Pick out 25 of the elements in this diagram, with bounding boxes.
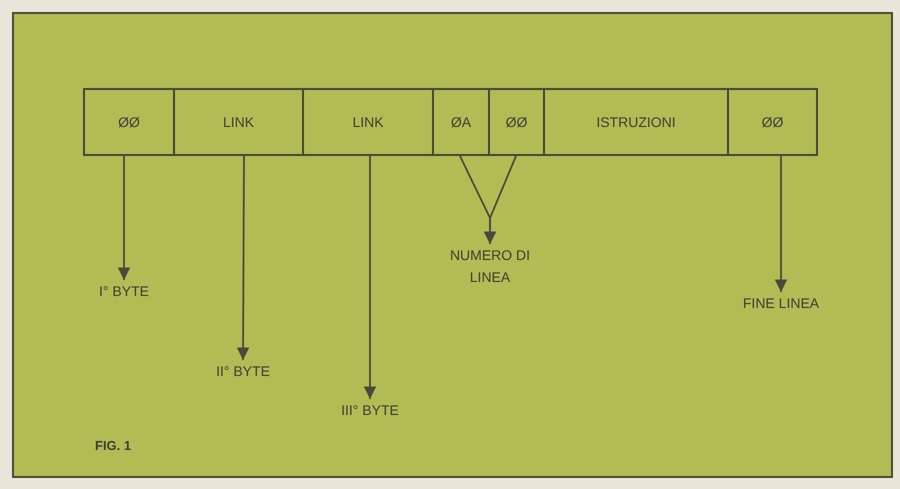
arrow-label: FINE LINEA	[741, 292, 821, 314]
arrow-label: II° BYTE	[198, 360, 288, 382]
byte-cell	[173, 88, 304, 156]
cell-text: ØØ	[118, 114, 140, 130]
arrow-label: NUMERO DI LINEA	[435, 244, 545, 288]
cell-text: ØØ	[762, 114, 784, 130]
cell-text: ISTRUZIONI	[596, 114, 676, 130]
byte-cell	[727, 88, 818, 156]
arrow	[774, 156, 788, 292]
byte-cell	[83, 88, 175, 156]
byte-cell	[543, 88, 729, 156]
arrow-label: III° BYTE	[320, 399, 420, 421]
figure-caption: FIG. 1	[95, 438, 132, 453]
byte-cell	[432, 88, 490, 156]
arrow-label: I° BYTE	[79, 280, 169, 302]
arrow	[118, 156, 130, 280]
cell-text: LINK	[352, 114, 384, 130]
arrow	[236, 156, 250, 360]
cell-text: ØØ	[506, 114, 528, 130]
byte-cell	[488, 88, 545, 156]
arrow	[484, 156, 517, 244]
cell-text: ØA	[450, 114, 472, 130]
byte-cell	[302, 88, 434, 156]
cell-text: LINK	[222, 114, 254, 130]
arrow	[364, 156, 376, 399]
